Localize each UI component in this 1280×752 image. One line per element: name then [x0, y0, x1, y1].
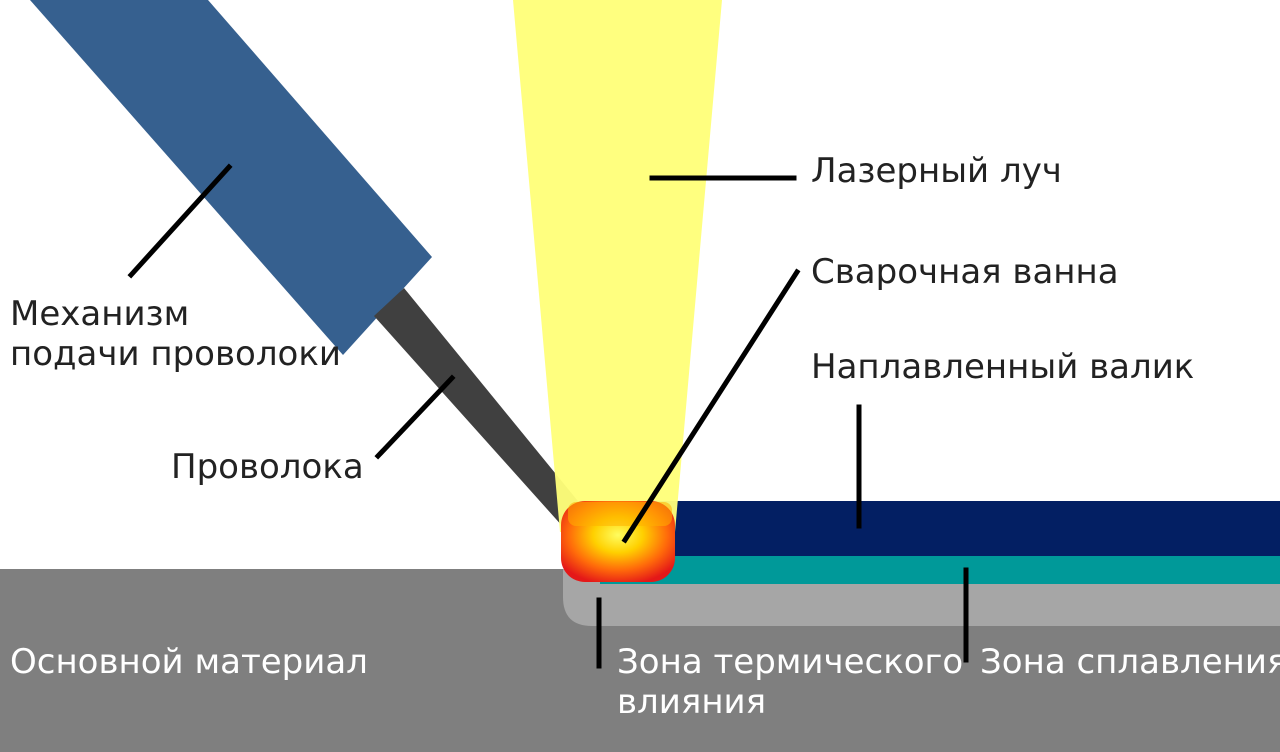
fusion-zone	[600, 556, 1280, 584]
laser-beam	[513, 0, 722, 532]
weld-pool-top	[568, 502, 672, 526]
leader-weld-pool	[621, 268, 801, 544]
label-wire-feeder: Механизм подачи проволоки	[10, 294, 341, 375]
label-weld-pool: Сварочная ванна	[811, 252, 1119, 292]
leader-wire-feeder	[127, 163, 233, 279]
wire-feeder-body	[30, 0, 432, 355]
label-base-material: Основной материал	[10, 642, 368, 682]
label-wire: Проволока	[171, 447, 364, 487]
label-laser-beam: Лазерный луч	[811, 151, 1062, 191]
label-heat-affected-zone: Зона термического влияния	[617, 642, 964, 723]
leader-wire	[374, 374, 456, 460]
label-deposited-bead: Наплавленный валик	[811, 347, 1195, 387]
wire	[374, 288, 582, 528]
deposited-bead	[600, 501, 1280, 556]
label-fusion-zone: Зона сплавления	[980, 642, 1280, 682]
